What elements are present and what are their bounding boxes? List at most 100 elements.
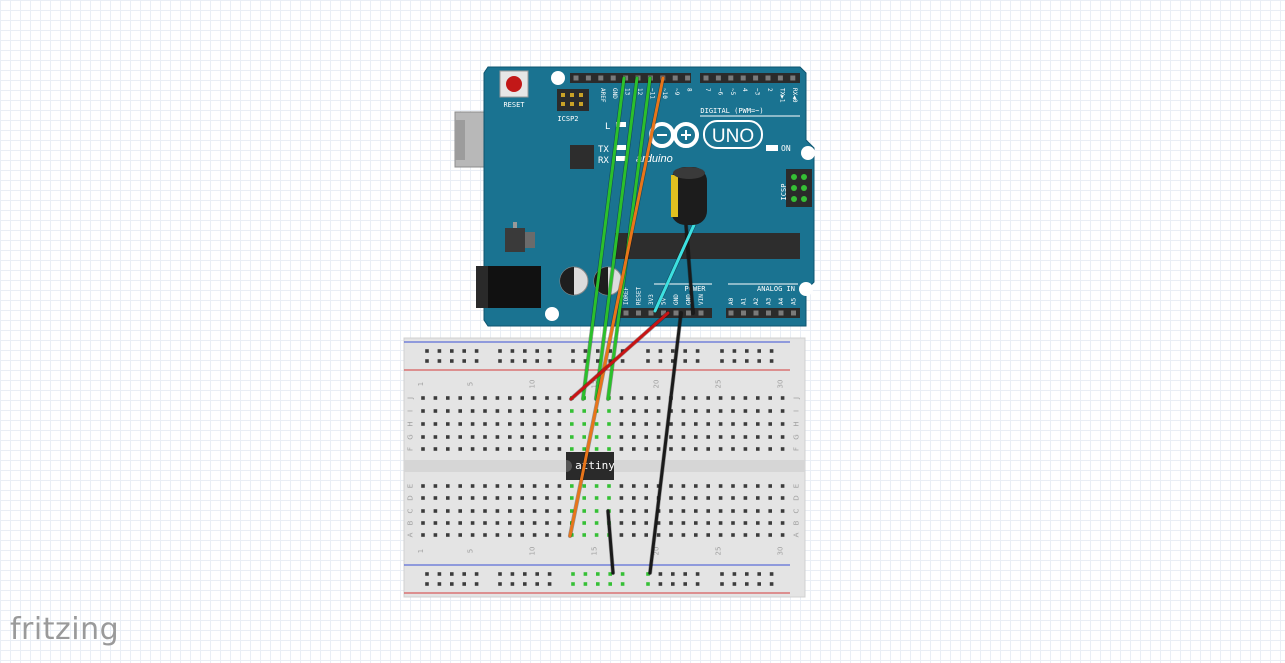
breadboard-hole bbox=[570, 509, 574, 513]
column-number: 1 bbox=[417, 382, 425, 386]
breadboard-hole bbox=[731, 396, 735, 400]
breadboard-hole bbox=[557, 509, 562, 513]
rail-hole bbox=[732, 572, 737, 576]
analog-pin-label: A0 bbox=[728, 297, 735, 305]
breadboard-hole bbox=[446, 509, 450, 513]
breadboard-hole bbox=[570, 435, 574, 439]
breadboard-hole bbox=[768, 521, 772, 525]
icsp-pin bbox=[791, 174, 797, 180]
rail-hole bbox=[596, 582, 600, 586]
column-number: 20 bbox=[653, 547, 661, 556]
breadboard-hole bbox=[520, 509, 524, 513]
rail-hole bbox=[498, 572, 502, 576]
header-pin-label: 8 bbox=[686, 88, 693, 92]
breadboard-hole bbox=[495, 509, 500, 513]
breadboard-hole bbox=[520, 447, 524, 451]
breadboard-hole bbox=[421, 422, 425, 426]
breadboard-hole bbox=[508, 521, 512, 525]
rail-hole bbox=[425, 572, 429, 576]
breadboard-hole bbox=[495, 409, 500, 413]
rail-hole bbox=[462, 572, 466, 576]
breadboard-hole bbox=[532, 422, 537, 426]
breadboard-hole bbox=[706, 396, 710, 400]
breadboard-hole bbox=[421, 496, 425, 500]
breadboard-hole bbox=[483, 484, 487, 488]
breadboard-hole bbox=[780, 435, 785, 439]
breadboard-hole bbox=[421, 435, 425, 439]
breadboard-hole bbox=[495, 533, 500, 537]
breadboard-hole bbox=[557, 521, 562, 525]
header-pin bbox=[728, 310, 734, 316]
breadboard-hole bbox=[743, 484, 748, 488]
header-pin bbox=[778, 310, 784, 316]
breadboard-hole bbox=[433, 484, 438, 488]
header-pin-label: 7 bbox=[704, 88, 711, 92]
mounting-hole bbox=[551, 71, 565, 85]
rail-hole bbox=[620, 572, 625, 576]
wire-cyan bbox=[653, 223, 696, 313]
breadboard-hole bbox=[756, 435, 760, 439]
breadboard-hole bbox=[669, 422, 673, 426]
breadboard-hole bbox=[644, 435, 648, 439]
analog-pin-label: A3 bbox=[766, 297, 773, 305]
reset-button-cap[interactable] bbox=[506, 76, 522, 92]
breadboard-hole bbox=[483, 509, 487, 513]
breadboard-hole bbox=[582, 435, 586, 439]
breadboard-hole bbox=[644, 409, 648, 413]
rail-hole bbox=[498, 359, 502, 363]
electrolytic-capacitor[interactable] bbox=[671, 167, 707, 225]
breadboard-hole bbox=[520, 435, 524, 439]
rail-hole bbox=[510, 572, 515, 576]
breadboard-hole bbox=[669, 409, 673, 413]
breadboard-hole bbox=[582, 533, 586, 537]
breadboard-hole bbox=[780, 409, 785, 413]
breadboard-hole bbox=[731, 409, 735, 413]
breadboard-hole bbox=[508, 422, 512, 426]
breadboard-hole bbox=[557, 533, 562, 537]
breadboard-hole bbox=[718, 435, 723, 439]
breadboard-hole bbox=[433, 521, 438, 525]
rail-hole bbox=[646, 572, 650, 576]
breadboard-hole bbox=[433, 396, 438, 400]
breadboard-hole bbox=[532, 396, 537, 400]
row-letter: I bbox=[793, 410, 801, 412]
header-pin-label: RX◀0 bbox=[791, 88, 798, 103]
breadboard-hole bbox=[520, 484, 524, 488]
breadboard-hole bbox=[458, 396, 462, 400]
rail-hole bbox=[510, 349, 515, 353]
breadboard-hole bbox=[743, 533, 748, 537]
rail-hole bbox=[547, 582, 552, 586]
rail-hole bbox=[745, 349, 749, 353]
breadboard-hole bbox=[421, 484, 425, 488]
breadboard-hole bbox=[768, 422, 772, 426]
breadboard-hole bbox=[718, 533, 723, 537]
breadboard-hole bbox=[421, 409, 425, 413]
rail-hole bbox=[658, 349, 663, 353]
power-pin-label: GND bbox=[686, 294, 693, 305]
breadboard-hole bbox=[768, 484, 772, 488]
breadboard-hole bbox=[557, 396, 562, 400]
breadboard-hole bbox=[532, 447, 537, 451]
rail-hole bbox=[437, 359, 442, 363]
breadboard-hole bbox=[483, 447, 487, 451]
row-letter: J bbox=[407, 397, 415, 400]
header-pin-label: ~11 bbox=[648, 88, 655, 99]
breadboard-hole bbox=[421, 521, 425, 525]
breadboard-hole bbox=[458, 533, 462, 537]
breadboard-hole bbox=[718, 521, 723, 525]
breadboard-hole bbox=[780, 484, 785, 488]
attiny-chip[interactable]: attiny bbox=[566, 452, 615, 480]
row-letter: A bbox=[407, 532, 415, 537]
breadboard-hole bbox=[446, 447, 450, 451]
analog-pin-label: A1 bbox=[741, 297, 748, 305]
breadboard-hole bbox=[731, 533, 735, 537]
rail-hole bbox=[523, 582, 527, 586]
breadboard-hole bbox=[483, 533, 487, 537]
breadboard-hole bbox=[594, 509, 599, 513]
breadboard-hole bbox=[731, 521, 735, 525]
analog-label: ANALOG IN bbox=[757, 285, 795, 293]
board-capacitor-mark bbox=[560, 267, 574, 295]
